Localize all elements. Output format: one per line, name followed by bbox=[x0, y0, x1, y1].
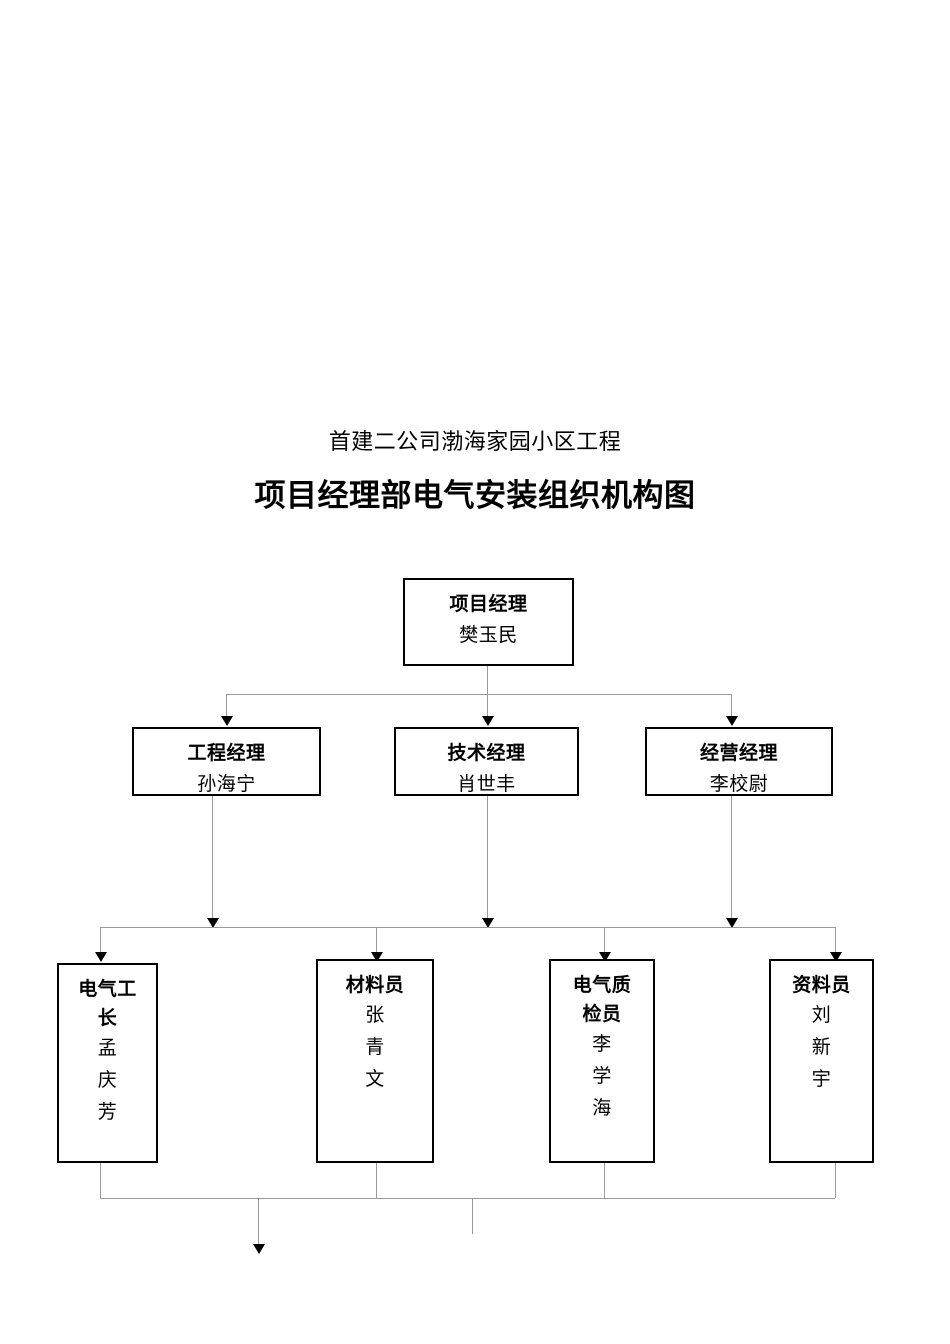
node-role: 技术经理 bbox=[447, 743, 526, 764]
arrowhead-records-clerk bbox=[830, 952, 842, 962]
arrowhead-technical-to-bus bbox=[482, 918, 494, 928]
arrowhead-engineering-to-bus bbox=[207, 918, 219, 928]
arrowhead-bottom-outlet-main bbox=[253, 1244, 265, 1254]
connector-to-technical-manager bbox=[487, 694, 488, 721]
connector-bottom-outlet-main bbox=[258, 1198, 259, 1250]
connector-bottom-outlet-secondary bbox=[472, 1198, 473, 1234]
node-records-clerk: 资料员 刘 新 宇 bbox=[769, 959, 874, 1163]
node-person: 肖世丰 bbox=[457, 774, 516, 795]
arrowhead-engineering-manager bbox=[221, 716, 233, 726]
node-engineering-manager: 工程经理 孙海宁 bbox=[132, 727, 321, 796]
connector-engineering-manager-down bbox=[212, 796, 213, 927]
node-person: 李 学 海 bbox=[592, 1034, 612, 1119]
node-electrical-foreman: 电气工 长 孟 庆 芳 bbox=[57, 963, 158, 1163]
connector-to-records-clerk bbox=[835, 927, 836, 955]
page-title: 项目经理部电气安装组织机构图 bbox=[254, 478, 696, 513]
node-person: 张 青 文 bbox=[365, 1005, 385, 1090]
connector-pm-stem bbox=[487, 666, 488, 694]
node-role: 项目经理 bbox=[449, 594, 528, 615]
arrowhead-operations-manager bbox=[726, 716, 738, 726]
connector-to-electrical-inspector bbox=[604, 927, 605, 955]
node-role: 经营经理 bbox=[699, 743, 778, 764]
arrowhead-electrical-foreman bbox=[95, 952, 107, 962]
node-operations-manager: 经营经理 李校尉 bbox=[645, 727, 833, 796]
node-role: 资料员 bbox=[792, 975, 851, 996]
node-role: 电气工 长 bbox=[78, 979, 137, 1029]
node-person: 孟 庆 芳 bbox=[97, 1038, 118, 1123]
connector-bottom-bus bbox=[100, 1198, 835, 1199]
arrowhead-electrical-inspector bbox=[599, 952, 611, 962]
node-project-manager: 项目经理 樊玉民 bbox=[403, 578, 574, 666]
connector-to-operations-manager bbox=[731, 694, 732, 721]
connector-electrical-foreman-down bbox=[100, 1163, 101, 1198]
node-person: 樊玉民 bbox=[459, 625, 518, 646]
connector-to-material-clerk bbox=[376, 927, 377, 955]
chart-subtitle: 首建二公司渤海家园小区工程 bbox=[328, 429, 622, 454]
connector-records-clerk-down bbox=[835, 1163, 836, 1198]
connector-level2-bus bbox=[226, 694, 732, 695]
arrowhead-operations-to-bus bbox=[726, 918, 738, 928]
connector-technical-manager-down bbox=[487, 796, 488, 927]
node-role: 工程经理 bbox=[187, 743, 266, 764]
node-material-clerk: 材料员 张 青 文 bbox=[316, 959, 434, 1163]
arrowhead-technical-manager bbox=[482, 716, 494, 726]
arrowhead-material-clerk bbox=[371, 952, 383, 962]
node-person: 孙海宁 bbox=[197, 774, 256, 795]
node-role: 材料员 bbox=[345, 975, 405, 996]
node-person: 刘 新 宇 bbox=[811, 1005, 832, 1090]
node-electrical-inspector: 电气质 检员 李 学 海 bbox=[549, 959, 655, 1163]
node-technical-manager: 技术经理 肖世丰 bbox=[394, 727, 579, 796]
connector-material-clerk-down bbox=[376, 1163, 377, 1198]
connector-electrical-inspector-down bbox=[604, 1163, 605, 1198]
node-person: 李校尉 bbox=[709, 774, 769, 795]
connector-to-engineering-manager bbox=[226, 694, 227, 721]
node-role: 电气质 检员 bbox=[572, 975, 632, 1025]
connector-operations-manager-down bbox=[731, 796, 732, 927]
connector-to-electrical-foreman bbox=[100, 927, 101, 955]
connector-level3-bus bbox=[100, 927, 835, 928]
